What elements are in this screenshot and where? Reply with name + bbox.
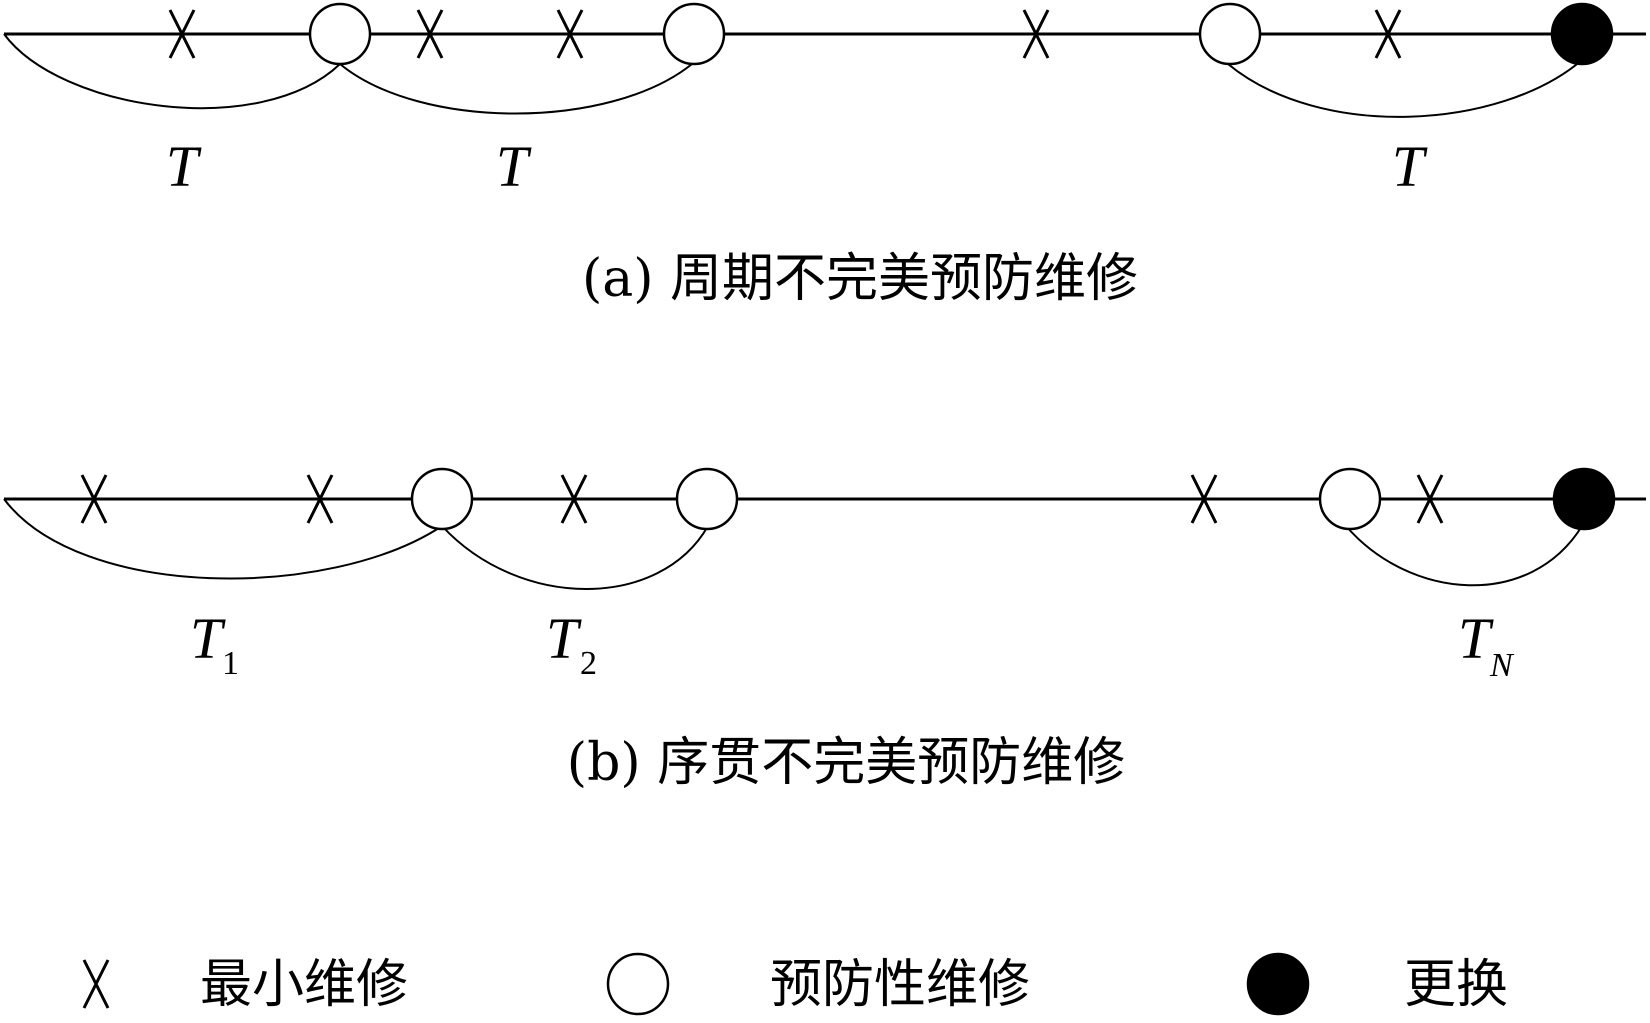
diagram-b: T 1 T 2 T N (b) 序贯不完美预防维修	[3, 467, 1646, 793]
period-subscript-b-2: 2	[580, 645, 597, 682]
period-arc-b-2	[441, 525, 709, 590]
diagram-a: T T T (a) 周期不完美预防维修	[3, 2, 1646, 309]
period-arc-a-3	[1227, 59, 1583, 118]
minimal-repair-icon	[1190, 474, 1218, 524]
minimal-repair-icon	[416, 9, 444, 59]
preventive-maintenance-icon	[675, 467, 739, 531]
caption-a: (a) 周期不完美预防维修	[582, 249, 1138, 309]
preventive-maintenance-icon	[1198, 2, 1262, 66]
minimal-repair-icon	[1416, 474, 1444, 524]
period-label-b-3: T	[1458, 606, 1494, 671]
legend-replacement-icon	[1246, 952, 1310, 1016]
minimal-repair-icon	[80, 474, 108, 524]
period-arc-b-1	[3, 498, 443, 580]
period-subscript-b-3: N	[1489, 647, 1515, 684]
minimal-repair-icon	[168, 9, 196, 59]
preventive-maintenance-icon	[308, 2, 372, 66]
legend-preventive-maintenance-icon	[606, 952, 670, 1016]
period-arc-a-1	[3, 33, 341, 110]
legend-preventive-maintenance-label: 预防性维修	[770, 955, 1030, 1015]
legend: 最小维修 预防性维修 更换	[82, 952, 1508, 1016]
caption-b: (b) 序贯不完美预防维修	[567, 733, 1125, 793]
minimal-repair-icon	[306, 474, 334, 524]
replacement-icon	[1552, 467, 1616, 531]
period-subscript-b-1: 1	[222, 645, 239, 682]
period-label-a-1: T	[166, 134, 202, 199]
minimal-repair-icon	[556, 9, 584, 59]
period-label-b-2: T	[546, 606, 582, 671]
preventive-maintenance-icon	[410, 467, 474, 531]
period-label-a-3: T	[1392, 134, 1428, 199]
preventive-maintenance-icon	[1318, 467, 1382, 531]
legend-minimal-repair-label: 最小维修	[200, 955, 408, 1015]
period-arc-a-2	[339, 63, 693, 115]
legend-minimal-repair-icon	[82, 959, 110, 1009]
preventive-maintenance-icon	[662, 2, 726, 66]
period-arc-b-3	[1345, 525, 1583, 587]
period-label-a-2: T	[496, 134, 532, 199]
replacement-icon	[1550, 2, 1614, 66]
minimal-repair-icon	[560, 474, 588, 524]
minimal-repair-icon	[1374, 9, 1402, 59]
legend-replacement-label: 更换	[1404, 955, 1508, 1015]
period-label-b-1: T	[190, 606, 226, 671]
minimal-repair-icon	[1022, 9, 1050, 59]
